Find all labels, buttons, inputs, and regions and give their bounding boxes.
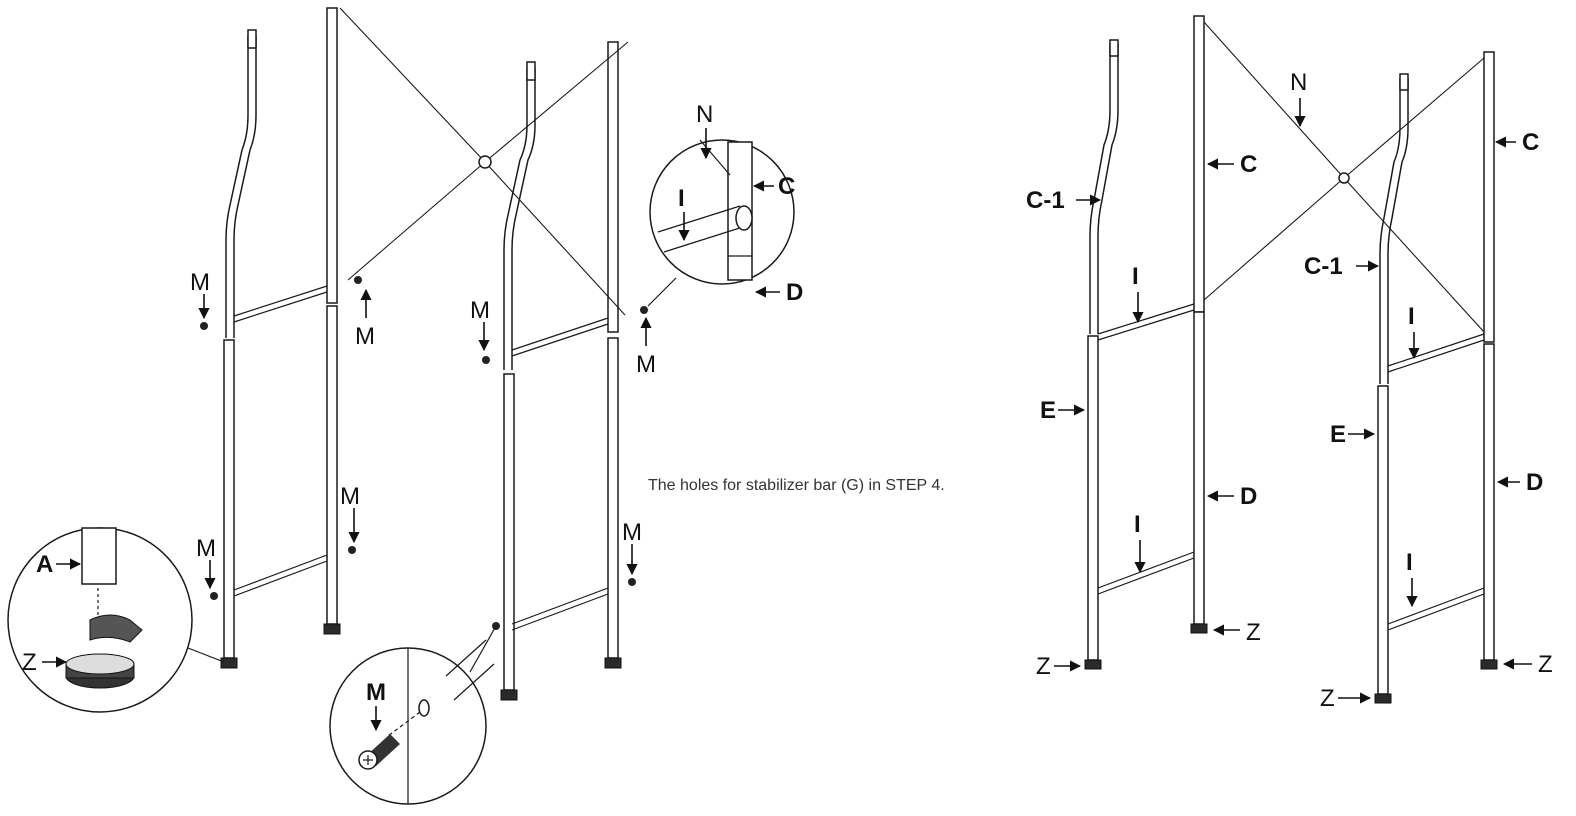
label-m: M bbox=[355, 323, 375, 350]
label-d: D bbox=[1526, 469, 1543, 496]
label-n: N bbox=[696, 101, 713, 128]
left-labels: M M M M M M M N I C D A Z M bbox=[22, 101, 803, 732]
label-i: I bbox=[1408, 303, 1415, 330]
label-i: I bbox=[1406, 549, 1413, 576]
label-i: I bbox=[1134, 511, 1141, 538]
label-c: C bbox=[1522, 129, 1539, 156]
detail-foot-callout bbox=[7, 527, 225, 713]
label-i: I bbox=[678, 185, 685, 212]
label-m: M bbox=[622, 519, 642, 546]
label-m: M bbox=[190, 269, 210, 296]
label-z: Z bbox=[22, 649, 37, 676]
label-z: Z bbox=[1538, 651, 1553, 678]
bar-i-lower bbox=[233, 554, 328, 597]
pole-c1-left-front bbox=[503, 68, 528, 370]
foot-z bbox=[500, 689, 518, 701]
label-m: M bbox=[470, 297, 490, 324]
detail-screw-callout bbox=[329, 625, 497, 805]
pole-c-left-front bbox=[326, 7, 338, 304]
foot-z bbox=[1190, 623, 1208, 634]
detail-joint-callout bbox=[647, 139, 795, 307]
label-e: E bbox=[1330, 421, 1346, 448]
foot-z bbox=[1084, 659, 1102, 670]
label-d: D bbox=[786, 279, 803, 306]
label-m: M bbox=[196, 535, 216, 562]
label-z: Z bbox=[1036, 653, 1051, 680]
label-n: N bbox=[1290, 69, 1307, 96]
label-e: E bbox=[1040, 397, 1056, 424]
left-exploded-frame bbox=[200, 7, 648, 701]
stabilizer-note: The holes for stabilizer bar (G) in STEP… bbox=[648, 477, 945, 494]
foot-z bbox=[323, 623, 341, 635]
right-assembled-frame bbox=[1084, 15, 1498, 704]
label-m: M bbox=[340, 483, 360, 510]
label-i: I bbox=[1132, 263, 1139, 290]
bar-i-upper bbox=[233, 285, 328, 323]
label-c: C bbox=[1240, 151, 1257, 178]
label-c: C bbox=[778, 173, 795, 200]
label-d: D bbox=[1240, 483, 1257, 510]
label-z: Z bbox=[1320, 685, 1335, 712]
screw-m-group bbox=[200, 276, 648, 630]
label-c1: C-1 bbox=[1304, 253, 1343, 280]
right-labels: N C C C-1 C-1 I I E E D D I I Z Z Z Z bbox=[1026, 69, 1553, 712]
foot-z bbox=[1480, 659, 1498, 670]
pole-d-left-front bbox=[326, 305, 338, 625]
foot-z bbox=[220, 657, 238, 669]
foot-z bbox=[604, 657, 622, 669]
label-a: A bbox=[36, 551, 53, 578]
label-m: M bbox=[366, 679, 386, 706]
label-m: M bbox=[636, 351, 656, 378]
label-c1: C-1 bbox=[1026, 187, 1065, 214]
label-z: Z bbox=[1246, 619, 1261, 646]
foot-z bbox=[1374, 693, 1392, 704]
pole-c1-left-rear bbox=[225, 35, 249, 338]
pole-e-left-rear bbox=[223, 339, 235, 659]
